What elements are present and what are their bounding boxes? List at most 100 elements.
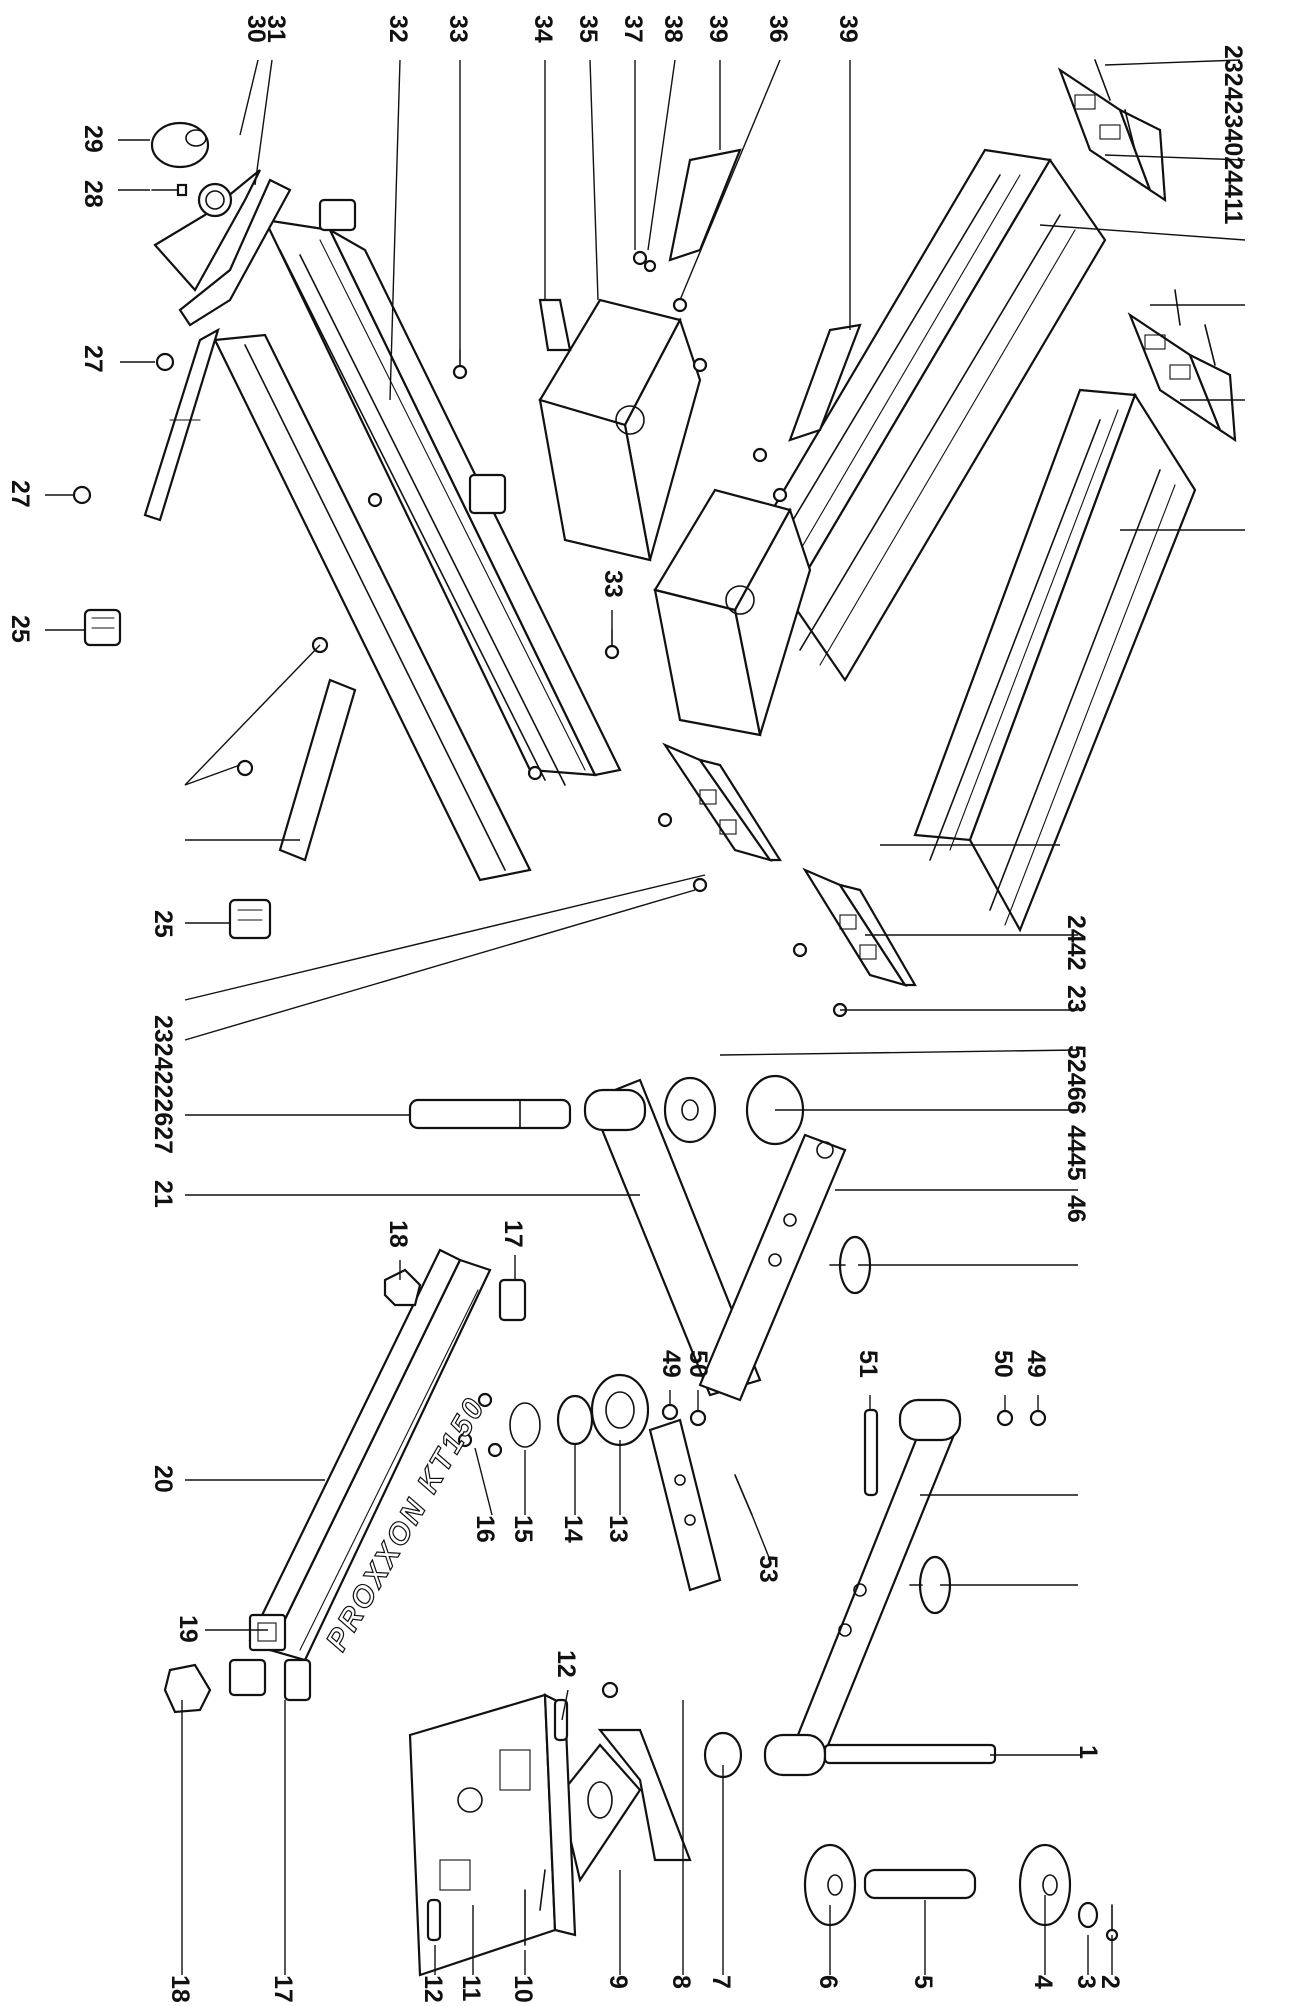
callout-label-c-39a: 39 — [704, 15, 732, 43]
screws-33 — [452, 349, 620, 660]
screw-8 — [601, 1681, 619, 1699]
callout-label-c-23: 23 — [1062, 985, 1090, 1013]
callout-label-c-4445: 4445 — [1062, 1125, 1090, 1181]
ring-14 — [556, 1394, 594, 1446]
housing-11 — [408, 1693, 577, 1977]
callout-label-c-33a: 33 — [444, 15, 472, 43]
leader-line-c-nut-left2 — [184, 764, 241, 786]
end-cap-mid — [468, 473, 507, 515]
leader-line-c-53 — [751, 1514, 771, 1561]
callout-label-c-38: 38 — [659, 15, 687, 43]
callout-label-c-10: 10 — [509, 1975, 537, 2003]
screws-10 — [524, 1869, 546, 1946]
callout-label-c-49a: 49 — [657, 1350, 685, 1378]
screw-38 — [643, 259, 657, 273]
callout-label-c-50b: 50 — [989, 1350, 1017, 1378]
callout-label-c-2324-b: 2324222627 — [149, 1015, 177, 1155]
callout-label-c-2: 2 — [1096, 1975, 1124, 1989]
callout-label-c-12b: 12 — [419, 1975, 447, 2003]
cap-29 — [150, 121, 210, 169]
screw-2 — [1105, 1904, 1119, 1942]
callout-label-c-49b: 49 — [1022, 1350, 1050, 1378]
callout-label-c-5: 5 — [909, 1975, 937, 1989]
leader-line-c-nut-left — [184, 644, 321, 786]
callout-label-c-27a: 27 — [79, 345, 107, 373]
leader-line-c-40-a — [1104, 154, 1246, 161]
parts-drawing — [72, 59, 1237, 1977]
square-nut — [228, 1658, 267, 1697]
callout-label-c-18b: 18 — [166, 1975, 194, 2003]
bracket-30-31 — [153, 169, 292, 327]
washer-50a — [689, 1409, 707, 1427]
callout-label-c-25b: 25 — [149, 910, 177, 938]
washers-44-45 — [663, 1074, 805, 1146]
callout-label-c-8: 8 — [667, 1975, 695, 1989]
callout-label-c-32: 32 — [384, 15, 412, 43]
bracket-9 — [558, 1728, 692, 1883]
rail-32 — [143, 218, 622, 882]
screws-16 — [457, 1392, 503, 1458]
leader-line-c-31 — [254, 59, 273, 186]
plate-53 — [648, 1418, 722, 1592]
nut-27a — [155, 352, 175, 372]
leader-line-c-35 — [589, 59, 599, 301]
callout-label-c-12a: 12 — [552, 1650, 580, 1678]
end-cap-top — [318, 198, 357, 232]
leader-line-c-12a — [561, 1689, 569, 1721]
strips-39 — [668, 148, 862, 442]
screw-block-3 — [772, 487, 788, 503]
callout-label-c-4: 4 — [1029, 1975, 1057, 1989]
end-cap-25a — [83, 608, 122, 647]
rod-34 — [538, 298, 572, 352]
callout-label-c-34: 34 — [529, 15, 557, 43]
slide-block-35 — [538, 298, 702, 562]
screw-clamp-b — [692, 877, 708, 893]
callout-label-c-14: 14 — [559, 1515, 587, 1543]
washer-3 — [1077, 1901, 1099, 1929]
screw-clamp-c — [792, 942, 808, 958]
leader-line-c-32 — [389, 59, 401, 401]
end-cap-25b — [228, 898, 272, 940]
leader-line-c-38 — [647, 59, 676, 251]
leader-line-c-41-a — [1039, 224, 1246, 241]
callout-label-c-17b: 17 — [269, 1975, 297, 2003]
callout-label-c-36: 36 — [764, 15, 792, 43]
callout-label-c-6: 6 — [814, 1975, 842, 1989]
callout-label-c-50a: 50 — [684, 1350, 712, 1378]
shaft-1 — [823, 1743, 997, 1765]
screw-36 — [672, 297, 688, 313]
slide-block-lower — [653, 488, 812, 737]
nut-49a — [661, 1403, 679, 1421]
callout-label-c-3: 3 — [1072, 1975, 1100, 1989]
nut-left-2 — [236, 759, 254, 777]
callout-label-c-31: 31 — [262, 15, 290, 43]
leader-line-c-30 — [239, 59, 259, 136]
callout-label-c-2442: 2442 — [1062, 915, 1090, 971]
screw-clamp-a — [657, 812, 673, 828]
rail-41-upper — [723, 148, 1107, 683]
callout-label-c-20: 20 — [149, 1465, 177, 1493]
screw-block-2 — [752, 447, 768, 463]
callout-label-c-15: 15 — [509, 1515, 537, 1543]
callout-label-c-51: 51 — [854, 1350, 882, 1378]
callout-label-c-52466: 52466 — [1062, 1045, 1090, 1115]
leader-line-c-lead-23a — [184, 874, 706, 1001]
leader-line-c-16 — [474, 1447, 493, 1516]
callout-label-c-17a: 17 — [499, 1220, 527, 1248]
leader-line-c-36 — [679, 59, 781, 301]
callout-label-c-29: 29 — [79, 125, 107, 153]
knob-upper — [829, 1235, 872, 1295]
screw-block-1 — [692, 357, 708, 373]
callout-label-c-18a: 18 — [384, 1220, 412, 1248]
callout-label-c-21: 21 — [149, 1180, 177, 1208]
callout-label-c-39b: 39 — [834, 15, 862, 43]
callout-label-c-28: 28 — [79, 180, 107, 208]
shaft-5 — [863, 1868, 977, 1900]
callout-label-c-33b: 33 — [599, 570, 627, 598]
callout-label-c-27b: 27 — [6, 480, 34, 508]
clamp-top-right — [1057, 59, 1167, 203]
callout-label-c-1: 1 — [1074, 1745, 1102, 1759]
bolts-17 — [283, 1278, 527, 1702]
screw-37 — [632, 250, 648, 266]
